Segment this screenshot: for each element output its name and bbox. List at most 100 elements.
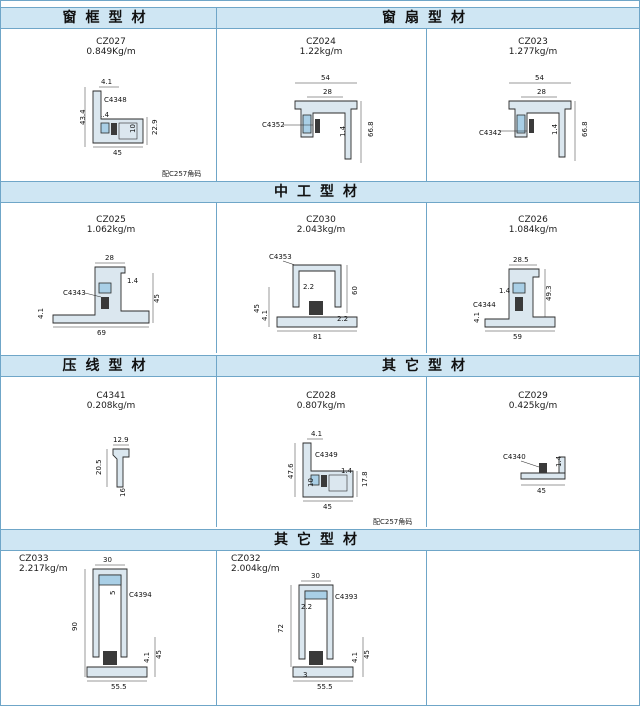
- dim-label: 4.1: [473, 312, 481, 323]
- profile-cz030: CZ030 2.043kg/m C4353 2.2 60 45 4.1 2.2 …: [217, 203, 426, 353]
- section-band-4: 其它型材: [1, 529, 639, 551]
- grid-line: [426, 551, 427, 705]
- seal-code: C4343: [63, 289, 86, 297]
- profile-code: CZ028: [306, 391, 336, 401]
- dim-label: 1.4: [98, 111, 110, 119]
- seal-code: C4393: [335, 593, 358, 601]
- dim-label: 16: [119, 488, 127, 497]
- dim-label: 66.8: [581, 121, 589, 137]
- grid-line: [426, 203, 427, 353]
- dim-label: 1.4: [551, 123, 559, 135]
- dim-label: 69: [97, 329, 106, 337]
- profile-cz026: CZ026 1.084kg/m 28.5 1.4 C4344 49.3 4.1 …: [427, 203, 639, 353]
- dim-label: 10: [129, 124, 137, 133]
- seal-code: C4344: [473, 301, 496, 309]
- profile-drawing-cz023: 54 28 C4342 1.4 66.8: [479, 74, 589, 161]
- profile-weight: 2.217kg/m: [19, 564, 68, 574]
- dim-label: 28: [323, 88, 332, 96]
- profile-drawing-cz027: 43.4 4.1 C4348 1.4 10 22.9 45: [79, 78, 159, 157]
- dim-label: 54: [321, 74, 330, 82]
- profile-drawing-cz025: 28 1.4 C4343 45 4.1 69: [37, 254, 161, 337]
- band-divider: [216, 8, 217, 28]
- dim-label: 4.1: [311, 430, 322, 438]
- dim-label: 43.4: [79, 109, 87, 125]
- section-title-bead: 压线型材: [62, 358, 155, 374]
- seal-code: C4394: [129, 591, 152, 599]
- profile-code: CZ026: [518, 215, 548, 225]
- seal-code: C4349: [315, 451, 338, 459]
- section-title-window-frame: 窗框型材: [62, 10, 155, 26]
- dim-label: 28.5: [513, 256, 529, 264]
- dim-label: 60: [351, 286, 359, 295]
- dim-label: 2.2: [337, 315, 348, 323]
- profile-drawing-cz028: 4.1 C4349 47.6 10 1.4 17.8 45: [287, 430, 369, 511]
- section-title-window-sash: 窗扇型材: [382, 10, 474, 26]
- grid-line: [216, 551, 217, 705]
- grid-line: [216, 203, 217, 353]
- note-corner-key: 配C257角码: [373, 518, 413, 526]
- profile-code: CZ033: [19, 554, 49, 564]
- dim-label: 45: [155, 650, 163, 659]
- dim-label: 1.4: [127, 277, 139, 285]
- section-band-1: 窗框型材 窗扇型材: [1, 7, 639, 29]
- profile-drawing-cz024: 54 28 C4352 1.4 66.8: [262, 74, 375, 163]
- dim-label: 72: [277, 624, 285, 633]
- dim-label: 1.4: [555, 455, 563, 467]
- profile-code: CZ029: [518, 391, 548, 401]
- profile-weight: 0.849Kg/m: [86, 47, 136, 57]
- section-band-2: 中工型材: [1, 181, 639, 203]
- dim-label: 54: [535, 74, 544, 82]
- dim-label: 55.5: [111, 683, 127, 691]
- dim-label: 28: [537, 88, 546, 96]
- dim-label: 90: [71, 622, 79, 631]
- dim-label: 2.2: [301, 603, 312, 611]
- profile-weight: 2.004kg/m: [231, 564, 280, 574]
- profile-code: CZ025: [96, 215, 126, 225]
- dim-label: 20.5: [95, 459, 103, 475]
- profile-code: CZ027: [96, 37, 126, 47]
- band-divider: [216, 356, 217, 376]
- profile-cz029: CZ029 0.425kg/m C4340 1.4 45: [427, 377, 639, 527]
- profile-cz023: CZ023 1.277kg/m 54 28 C4342 1.4 66.8: [427, 29, 639, 181]
- profile-drawing-cz026: 28.5 1.4 C4344 49.3 4.1 59: [473, 256, 556, 341]
- grid-line: [216, 29, 217, 181]
- dim-label: 45: [323, 503, 332, 511]
- profile-drawing-cz033: 30 5 C4394 90 45 4.1 55.5: [71, 556, 163, 691]
- dim-label: 17.8: [361, 471, 369, 487]
- profile-drawing-cz032: 30 2.2 C4393 72 45 4.1 3 55.5: [277, 572, 371, 691]
- dim-label: 49.3: [545, 285, 553, 301]
- dim-label: 45: [537, 487, 546, 495]
- profile-cz025: CZ025 1.062kg/m 28 1.4 C4343 45 4.1 69: [1, 203, 216, 353]
- section-title-middle: 中工型材: [274, 184, 366, 200]
- seal-code: C4342: [479, 129, 502, 137]
- profile-code: C4341: [96, 391, 126, 401]
- profile-code: CZ024: [306, 37, 336, 47]
- section-band-3: 压线型材 其它型材: [1, 355, 639, 377]
- section-title-other: 其它型材: [382, 358, 474, 374]
- dim-label: 28: [105, 254, 114, 262]
- profile-weight: 0.807kg/m: [296, 401, 346, 411]
- dim-label: 30: [103, 556, 112, 564]
- profile-weight: 0.425kg/m: [508, 401, 558, 411]
- dim-label: 1.4: [341, 467, 353, 475]
- profile-code: CZ030: [306, 215, 336, 225]
- profile-c4341: C4341 0.208kg/m 12.9 20.5 16: [1, 377, 216, 527]
- profile-weight: 1.277kg/m: [508, 47, 558, 57]
- dim-label: 66.8: [367, 121, 375, 137]
- dim-label: 45: [153, 294, 161, 303]
- seal-code: C4340: [503, 453, 526, 461]
- profile-cz024: CZ024 1.22kg/m 54 28 C4352 1.4 66.8: [217, 29, 426, 181]
- dim-label: 5: [109, 591, 117, 595]
- grid-line: [426, 29, 427, 181]
- dim-label: 47.6: [287, 463, 295, 479]
- dim-label: 2.2: [303, 283, 314, 291]
- profile-code: CZ032: [231, 554, 261, 564]
- dim-label: 4.1: [143, 652, 151, 663]
- dim-label: 1.4: [499, 287, 511, 295]
- dim-label: 59: [513, 333, 522, 341]
- dim-label: 55.5: [317, 683, 333, 691]
- dim-label: 45: [253, 304, 261, 313]
- profile-drawing-cz030: C4353 2.2 60 45 4.1 2.2 81: [253, 253, 359, 341]
- seal-code: C4353: [269, 253, 292, 261]
